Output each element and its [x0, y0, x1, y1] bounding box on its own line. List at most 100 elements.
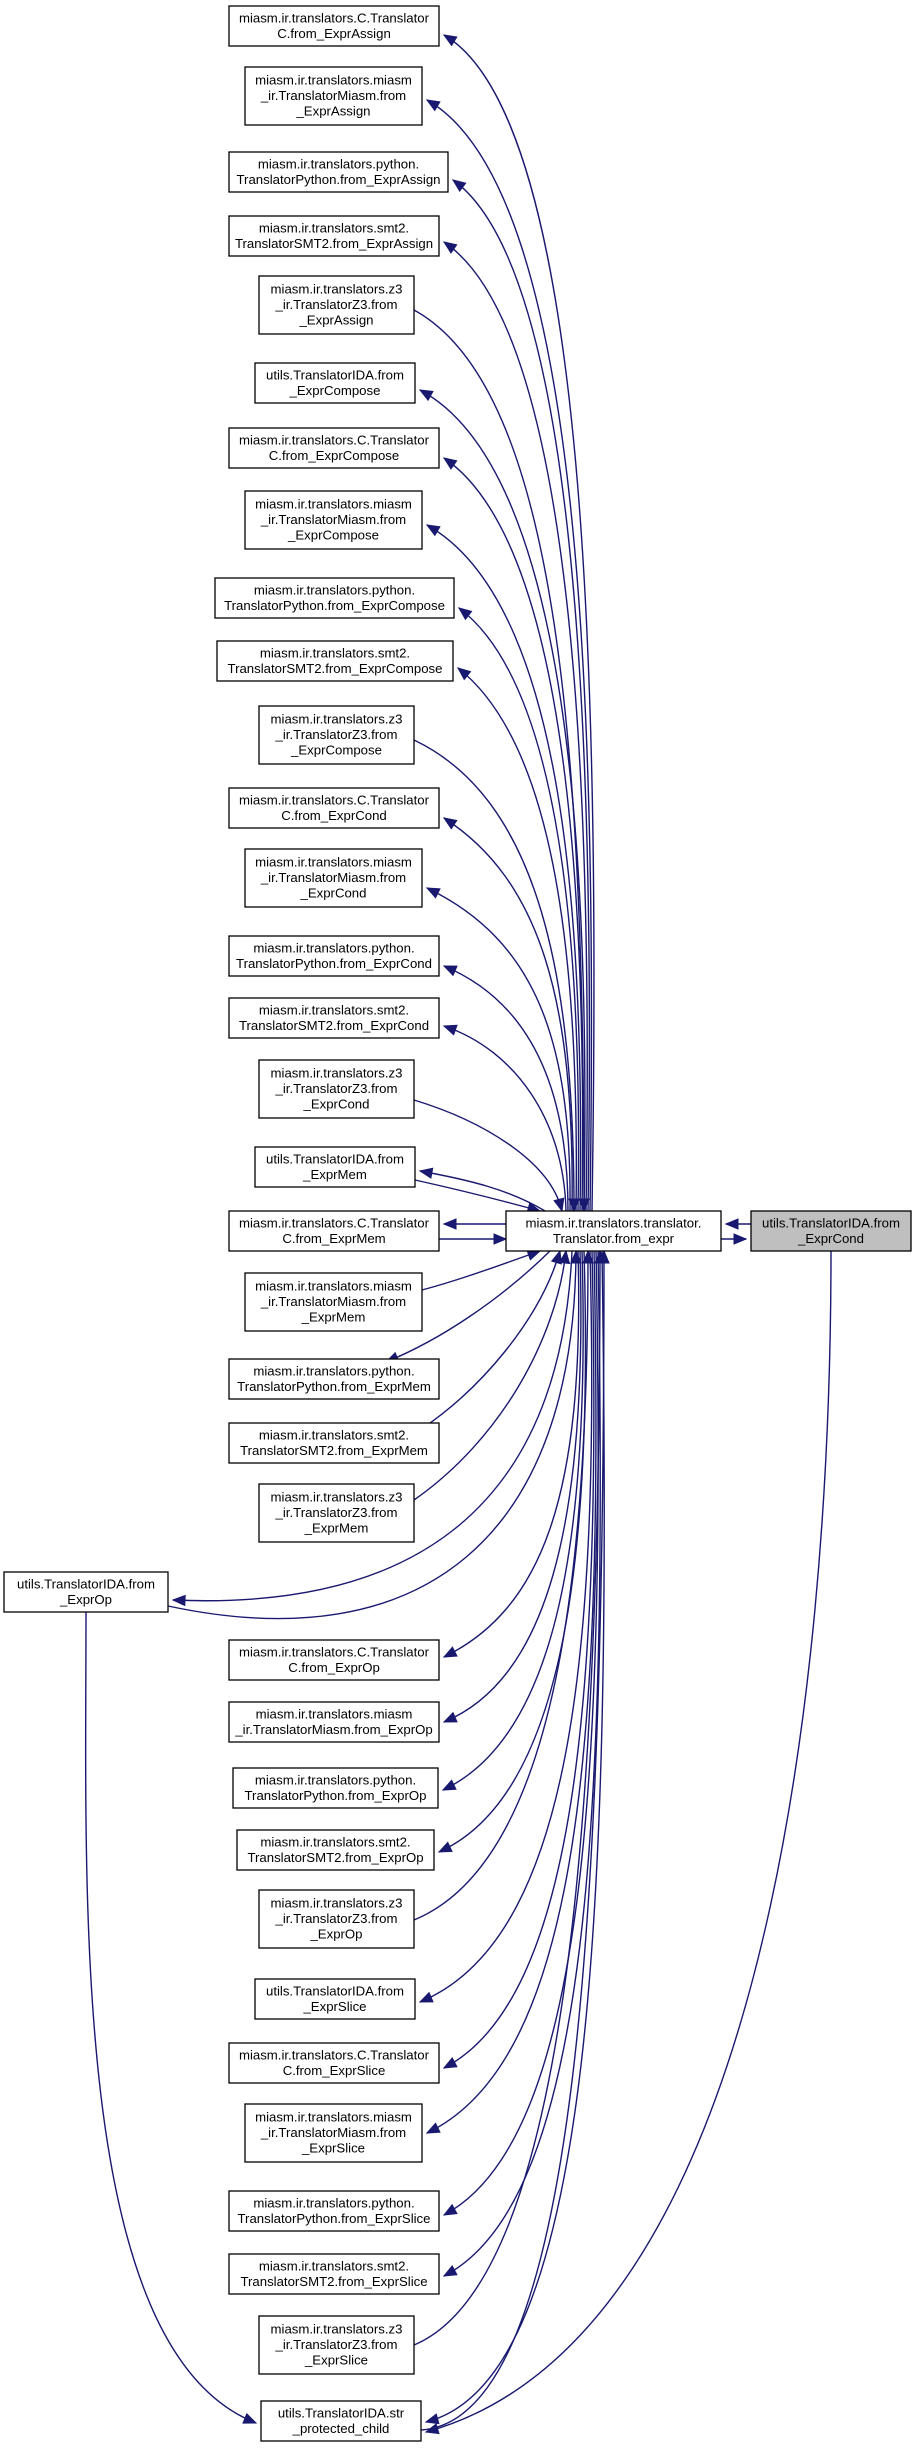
node-label-line: _ExprCond: [797, 1231, 864, 1246]
node-smt2-mem[interactable]: miasm.ir.translators.smt2.TranslatorSMT2…: [228, 1422, 440, 1464]
edge-arrowhead: [442, 2203, 458, 2216]
edge-line: [426, 1250, 597, 2134]
edge-line: [419, 389, 586, 1212]
edge-line: [443, 1250, 582, 1723]
node-c-compose[interactable]: miasm.ir.translators.C.TranslatorC.from_…: [228, 427, 440, 469]
node-label-line: _ExprCond: [300, 886, 367, 901]
node-c-cond[interactable]: miasm.ir.translators.C.TranslatorC.from_…: [228, 787, 440, 829]
node-label-line: _ExprMem: [302, 1167, 367, 1182]
node-box: [228, 5, 440, 47]
node-python-slice[interactable]: miasm.ir.translators.python.TranslatorPy…: [228, 2190, 440, 2232]
node-z3-slice[interactable]: miasm.ir.translators.z3_ir.TranslatorZ3.…: [258, 2315, 415, 2375]
node-ida-mem[interactable]: utils.TranslatorIDA.from_ExprMem: [254, 1146, 416, 1188]
node-box: [228, 151, 449, 193]
edge-arrowhead: [242, 2412, 258, 2424]
node-ida-cond[interactable]: utils.TranslatorIDA.from_ExprCond: [750, 1210, 912, 1252]
node-z3-compose[interactable]: miasm.ir.translators.z3_ir.TranslatorZ3.…: [258, 705, 415, 765]
node-box: [228, 1358, 440, 1400]
node-z3-op[interactable]: miasm.ir.translators.z3_ir.TranslatorZ3.…: [258, 1889, 415, 1949]
node-miasm-op[interactable]: miasm.ir.translators.miasm_ir.Translator…: [228, 1701, 440, 1743]
node-label-line: _ExprAssign: [298, 313, 373, 328]
edge-line: [443, 965, 569, 1212]
edge-translator_from_expr-to-c_slice: [442, 1250, 595, 2069]
node-label-line: utils.TranslatorIDA.from: [17, 1576, 155, 1591]
edge-arrowhead: [442, 1646, 458, 1658]
node-label-line: C.from_ExprAssign: [277, 26, 391, 41]
node-ida-op[interactable]: utils.TranslatorIDA.from_ExprOp: [3, 1571, 169, 1613]
node-ida-slice[interactable]: utils.TranslatorIDA.from_ExprSlice: [254, 1978, 416, 2020]
node-box: [228, 1210, 440, 1252]
node-label-line: miasm.ir.translators.python.: [258, 156, 419, 171]
node-label-line: _ExprSlice: [301, 2141, 365, 2156]
node-ida-compose[interactable]: utils.TranslatorIDA.from_ExprCompose: [254, 362, 416, 404]
edge-translator_from_expr-to-miasm_cond: [425, 887, 571, 1212]
edge-line: [425, 1250, 605, 2423]
node-box: [254, 1146, 416, 1188]
edge-line: [420, 1250, 605, 2431]
node-c-mem[interactable]: miasm.ir.translators.C.TranslatorC.from_…: [228, 1210, 440, 1252]
node-python-mem[interactable]: miasm.ir.translators.python.TranslatorPy…: [228, 1358, 440, 1400]
edge-translator_from_expr-to-python_cond: [442, 965, 569, 1212]
node-box: [244, 66, 423, 126]
edge-line: [172, 1250, 573, 1602]
node-label-line: miasm.ir.translators.C.Translator: [239, 1644, 430, 1659]
node-box: [228, 2190, 440, 2232]
node-python-cond[interactable]: miasm.ir.translators.python.TranslatorPy…: [228, 935, 440, 977]
edge-line: [84, 1611, 257, 2424]
node-label-line: miasm.ir.translators.C.Translator: [239, 432, 430, 447]
node-z3-cond[interactable]: miasm.ir.translators.z3_ir.TranslatorZ3.…: [258, 1059, 415, 1119]
node-python-compose[interactable]: miasm.ir.translators.python.TranslatorPy…: [214, 577, 455, 619]
node-ida-str[interactable]: utils.TranslatorIDA.str_protected_child: [260, 2400, 422, 2442]
node-label-line: _ExprMem: [304, 1521, 369, 1536]
node-smt2-op[interactable]: miasm.ir.translators.smt2.TranslatorSMT2…: [236, 1829, 435, 1871]
node-label-line: _ir.TranslatorZ3.from: [275, 1911, 398, 1926]
node-miasm-mem[interactable]: miasm.ir.translators.miasm_ir.Translator…: [244, 1272, 423, 1332]
node-label-line: _ir.TranslatorZ3.from: [275, 727, 398, 742]
node-python-op[interactable]: miasm.ir.translators.python.TranslatorPy…: [232, 1767, 439, 1809]
node-label-line: _ir.TranslatorMiasm.from_ExprOp: [234, 1722, 432, 1737]
edge-translator_from_expr-to-ida_cond: [721, 1233, 748, 1245]
node-label-line: TranslatorPython.from_ExprCompose: [224, 598, 445, 613]
node-python-assign[interactable]: miasm.ir.translators.python.TranslatorPy…: [228, 151, 449, 193]
node-label-line: _ExprAssign: [295, 104, 370, 119]
node-label-line: TranslatorPython.from_ExprMem: [237, 1379, 431, 1394]
edge-translator_from_expr-to-c_compose: [442, 457, 584, 1212]
edge-line: [452, 179, 591, 1212]
edge-arrowhead: [442, 2057, 458, 2069]
node-box: [214, 577, 455, 619]
node-label-line: TranslatorSMT2.from_ExprSlice: [240, 2274, 427, 2289]
node-label-line: _ExprOp: [309, 1927, 362, 1942]
node-smt2-assign[interactable]: miasm.ir.translators.smt2.TranslatorSMT2…: [228, 215, 440, 257]
node-label-line: miasm.ir.translators.C.Translator: [239, 10, 430, 25]
node-miasm-compose[interactable]: miasm.ir.translators.miasm_ir.Translator…: [244, 490, 423, 550]
node-miasm-slice[interactable]: miasm.ir.translators.miasm_ir.Translator…: [244, 2103, 423, 2163]
node-label-line: utils.TranslatorIDA.from: [762, 1215, 900, 1230]
edge-line: [385, 1250, 551, 1363]
node-translator-from-expr[interactable]: miasm.ir.translators.translator.Translat…: [505, 1210, 722, 1252]
node-smt2-slice[interactable]: miasm.ir.translators.smt2.TranslatorSMT2…: [228, 2253, 440, 2295]
node-label-line: miasm.ir.translators.python.: [255, 1772, 416, 1787]
node-label-line: _ir.TranslatorZ3.from: [275, 1505, 398, 1520]
node-label-line: miasm.ir.translators.C.Translator: [239, 2047, 430, 2062]
node-miasm-cond[interactable]: miasm.ir.translators.miasm_ir.Translator…: [244, 848, 423, 908]
edge-z3_mem-to-translator_from_expr: [413, 1249, 571, 1501]
node-miasm-assign[interactable]: miasm.ir.translators.miasm_ir.Translator…: [244, 66, 423, 126]
node-c-slice[interactable]: miasm.ir.translators.C.TranslatorC.from_…: [228, 2042, 440, 2084]
node-smt2-compose[interactable]: miasm.ir.translators.smt2.TranslatorSMT2…: [216, 640, 454, 682]
node-smt2-cond[interactable]: miasm.ir.translators.smt2.TranslatorSMT2…: [228, 997, 440, 1039]
node-z3-assign[interactable]: miasm.ir.translators.z3_ir.TranslatorZ3.…: [258, 275, 415, 335]
node-box: [228, 427, 440, 469]
edge-arrowhead: [418, 1991, 434, 2003]
edge-arrowhead: [451, 179, 467, 193]
node-c-assign[interactable]: miasm.ir.translators.C.TranslatorC.from_…: [228, 5, 440, 47]
edge-line: [443, 1250, 580, 1658]
node-z3-mem[interactable]: miasm.ir.translators.z3_ir.TranslatorZ3.…: [258, 1483, 415, 1543]
edge-translator_from_expr-to-smt2_cond: [442, 1024, 567, 1212]
edge-translator_from_expr-to-ida_compose: [418, 389, 586, 1212]
node-label-line: Translator.from_expr: [553, 1231, 675, 1246]
edge-arrowhead: [442, 1711, 458, 1723]
edge-c_mem-to-translator_from_expr: [439, 1233, 508, 1245]
node-label-line: _ir.TranslatorZ3.from: [275, 1081, 398, 1096]
node-c-op[interactable]: miasm.ir.translators.C.TranslatorC.from_…: [228, 1639, 440, 1681]
edge-z3_op-to-translator_from_expr: [413, 1249, 594, 1921]
